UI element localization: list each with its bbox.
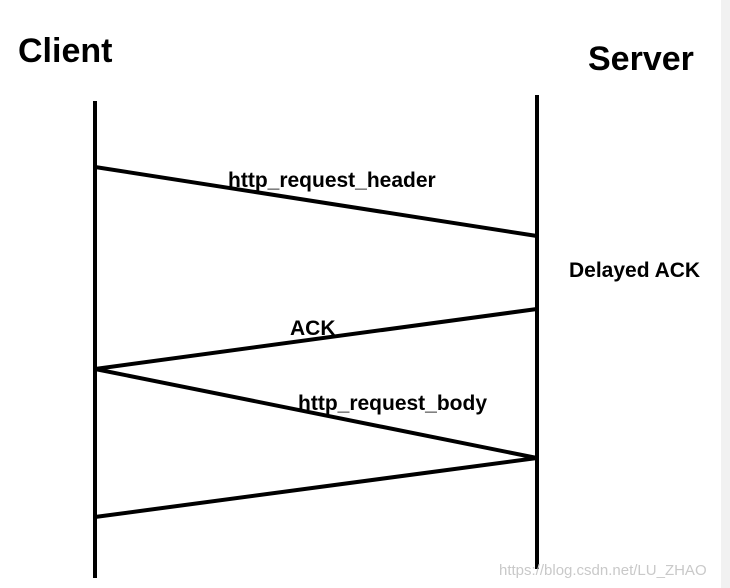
message-label-http-request-body: http_request_body <box>298 392 488 415</box>
message-arrow-ack <box>94 307 538 371</box>
message-arrow-return <box>94 456 538 519</box>
server-actor-label: Server <box>588 40 694 78</box>
message-arrow-http-request-body <box>94 367 538 460</box>
right-edge-strip <box>721 0 730 588</box>
message-label-ack: ACK <box>290 317 336 340</box>
delayed-ack-note: Delayed ACK <box>569 259 701 282</box>
watermark-text: https://blog.csdn.net/LU_ZHAO <box>499 562 707 579</box>
message-arrow-http-request-header <box>94 165 538 238</box>
client-actor-label: Client <box>18 32 113 70</box>
message-label-http-request-header: http_request_header <box>228 169 436 192</box>
